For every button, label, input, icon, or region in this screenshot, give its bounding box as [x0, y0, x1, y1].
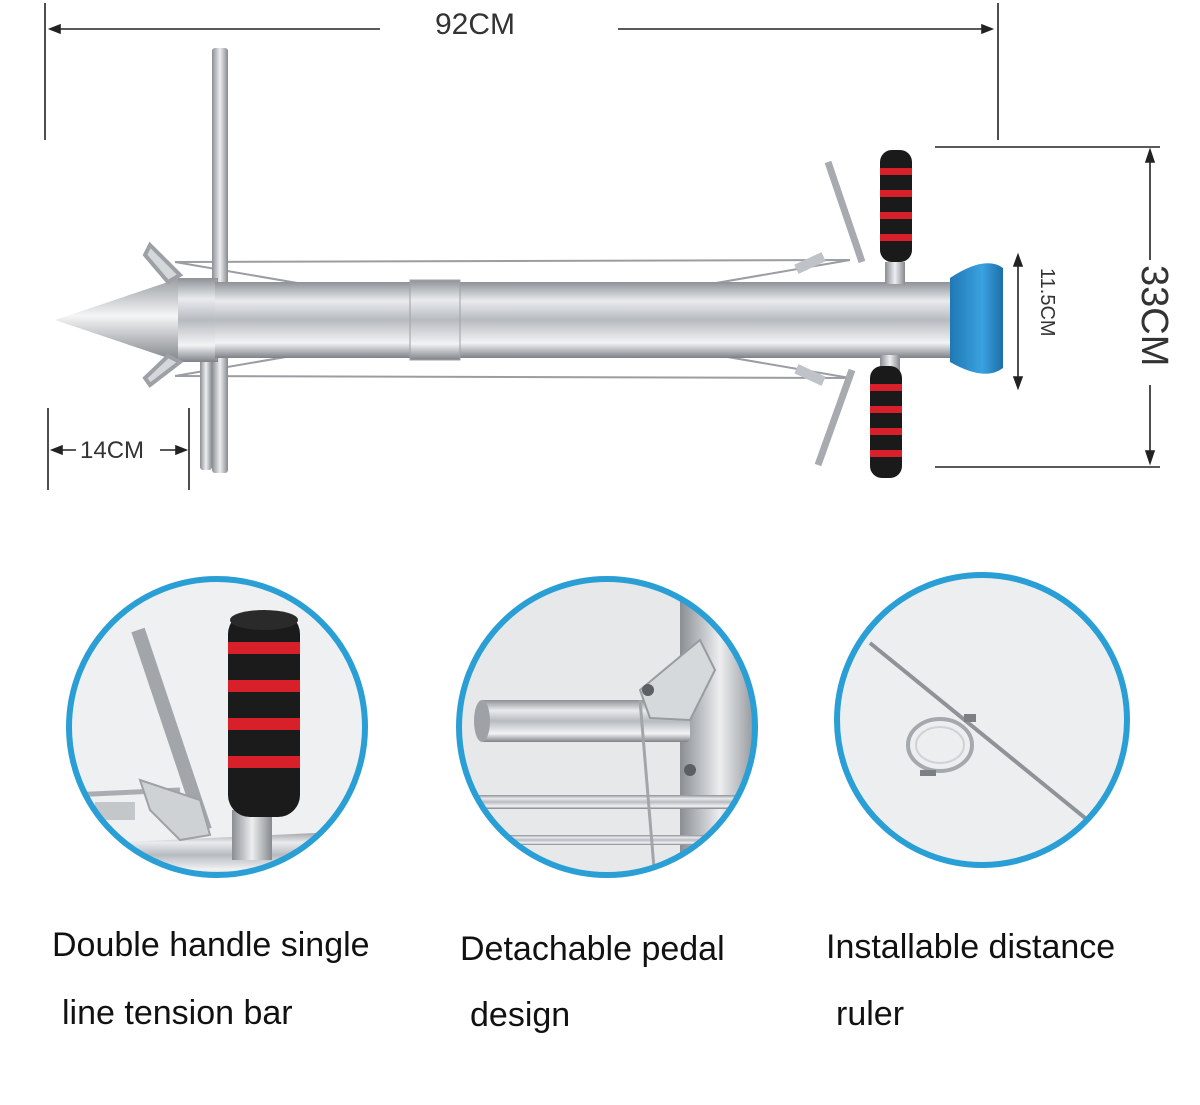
- detail-ruler-circle: [834, 572, 1130, 868]
- feature-3-line2: ruler: [836, 995, 905, 1033]
- handle-span-label: 33CM: [1133, 265, 1175, 367]
- tip-length-label: 14CM: [80, 437, 145, 464]
- upper-grip: [880, 150, 912, 262]
- feature-2-line1: Detachable pedal: [460, 930, 725, 968]
- lower-grip: [870, 366, 902, 478]
- feature-3-line1: Installable distance: [826, 928, 1116, 966]
- mouth-diameter-label: 11.5CM: [1036, 268, 1058, 337]
- planter-tool: [55, 48, 1003, 478]
- feature-1-line2: line tension bar: [62, 994, 293, 1032]
- dimension-lines: [44, 3, 1160, 490]
- detail-handle-circle: [66, 576, 368, 878]
- detail-pedal-circle: [456, 576, 758, 878]
- feature-2-line2: design: [470, 996, 571, 1034]
- length-label: 92CM: [435, 8, 516, 41]
- feature-1-line1: Double handle single: [52, 926, 370, 964]
